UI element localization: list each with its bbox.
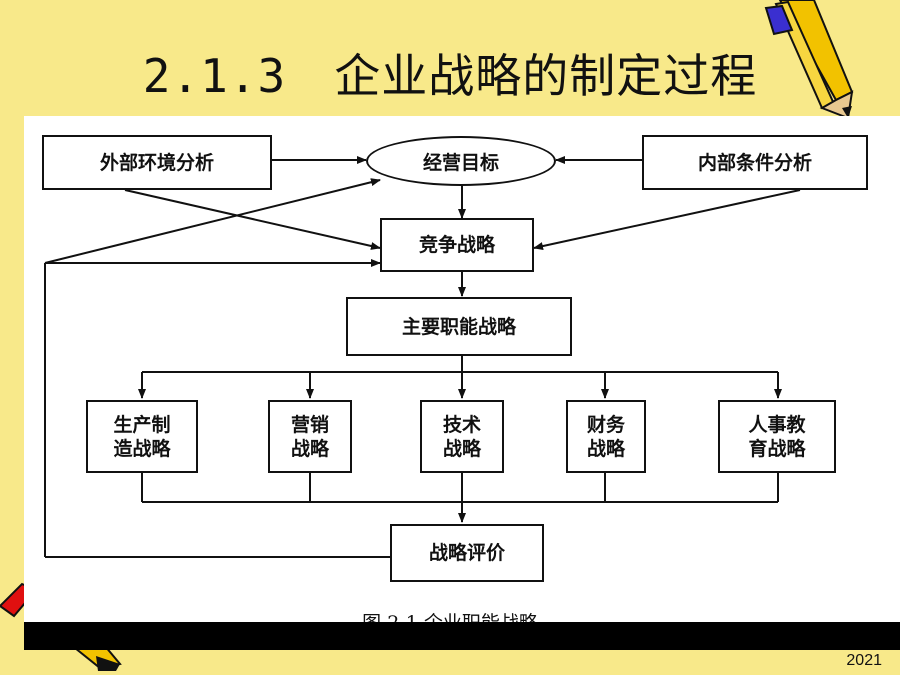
competitive-strategy-box: 竞争战略 bbox=[380, 218, 534, 272]
business-goal-ellipse: 经营目标 bbox=[366, 136, 556, 186]
production-strategy-box: 生产制 造战略 bbox=[86, 400, 198, 473]
strategy-evaluation-box: 战略评价 bbox=[390, 524, 544, 582]
pencil-icon bbox=[764, 0, 854, 120]
internal-analysis-box: 内部条件分析 bbox=[642, 135, 868, 190]
finance-strategy-box: 财务 战略 bbox=[566, 400, 646, 473]
title-number: 2.1.3 bbox=[142, 49, 287, 103]
title-text: 企业战略的制定过程 bbox=[334, 49, 758, 103]
footer-year: 2021 bbox=[846, 652, 882, 669]
main-functional-strategy-box: 主要职能战略 bbox=[346, 297, 572, 356]
technology-strategy-box: 技术 战略 bbox=[420, 400, 504, 473]
slide-title: 2.1.3 企业战略的制定过程 bbox=[0, 40, 900, 106]
external-analysis-box: 外部环境分析 bbox=[42, 135, 272, 190]
marketing-strategy-box: 营销 战略 bbox=[268, 400, 352, 473]
hr-education-strategy-box: 人事教 育战略 bbox=[718, 400, 836, 473]
bottom-black-bar bbox=[24, 622, 900, 650]
